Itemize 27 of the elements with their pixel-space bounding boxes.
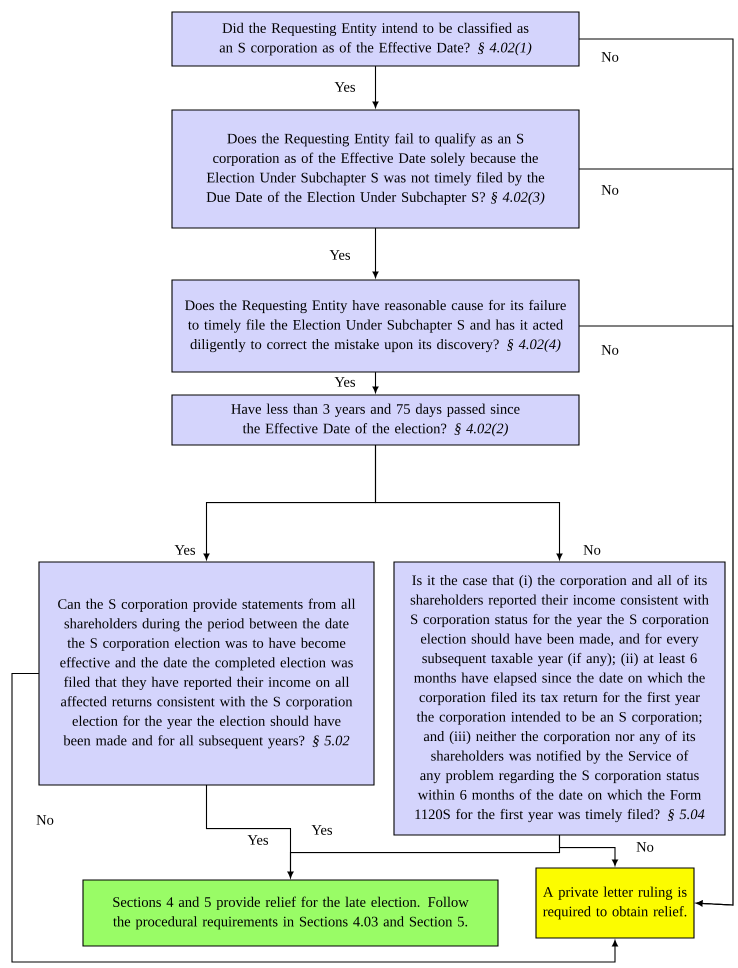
question-box: Have less than 3 years and 75 days passed since the Effective Date of the election? § 4.02(2) [171,394,580,446]
question-box: Did the Requesting Entity intend to be classified as an S corporation as of the Effective Date? § 4.02(1) [171,11,580,67]
edge-label: Yes [333,376,357,388]
connector [372,228,378,278]
connector [558,836,618,866]
edge-label: Yes [310,824,334,836]
edge-label: No [600,51,620,63]
question-box: Does the Requesting Entity fail to qualify as an S corporation as of the Effective Date solely because the Election Under Subchapter S was not timely filed by the Due Date of the Election Under Subchapter S? § 4.02(3) [171,109,580,229]
edge-label: Yes [173,544,197,556]
connector [372,372,378,394]
result-box: A private letter ruling is required to obtain relief. [535,867,695,939]
edge-label: No [582,544,602,556]
edge-label: Yes [333,81,357,93]
connector [580,325,734,906]
connector [374,446,562,560]
connector [11,672,618,963]
edge-label: No [600,184,620,196]
question-box: Does the Requesting Entity have reasonable cause for its failure to timely file the Election Under Subchapter S and has it acted diligently to correct the mistake upon its discovery? § 4.02(4) [171,279,580,373]
edge-label: No [35,814,55,826]
question-box: Can the S corporation provide statements from all shareholders during the period between the date the S corporation election was to have become effective and the date the completed election was filed that they have reported their income on all affected returns consistent with the S corporation election for the year the election should have been made and for all subsequent years? § 5.02 [38,561,375,786]
edge-label: No [635,841,655,853]
edge-label: No [600,344,620,356]
result-box: Sections 4 and 5 provide relief for the late election. Follow the procedural requirements in Sections 4.03 and Section 5. [82,879,499,947]
edge-label: Yes [246,834,270,846]
connector [372,66,378,108]
question-box: Is it the case that (i) the corporation and all of its shareholders reported their income consistent with S corporation status for the year the S corporation election should have been made, and for every subsequent taxable year (if any); (ii) at least 6 months have elapsed since the date on which the corporation filed its tax return for the first year the corporation intended to be an S corporation; and (iii) neither the corporation nor any of its shareholders was notified by the Service of any problem regarding the S corporation status within 6 months of the date on which the Form 1120S for the first year was timely filed? § 5.04 [393,561,726,836]
edge-label: Yes [328,249,352,261]
